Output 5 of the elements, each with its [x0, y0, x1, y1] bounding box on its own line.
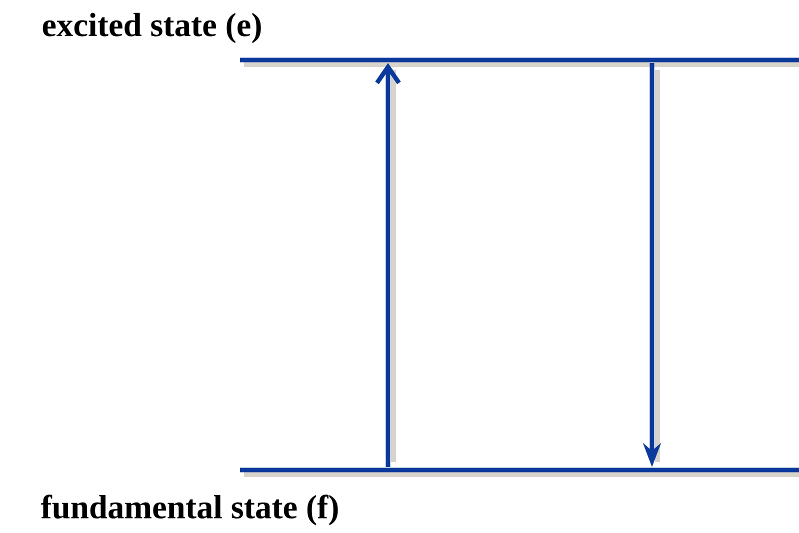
energy-level: excited state (e) [42, 12, 799, 67]
energy-level: fundamental state (f) [40, 468, 799, 526]
node-label: fundamental state (f) [40, 494, 338, 526]
node-label: excited state (e) [42, 12, 261, 44]
arrow [375, 62, 401, 468]
